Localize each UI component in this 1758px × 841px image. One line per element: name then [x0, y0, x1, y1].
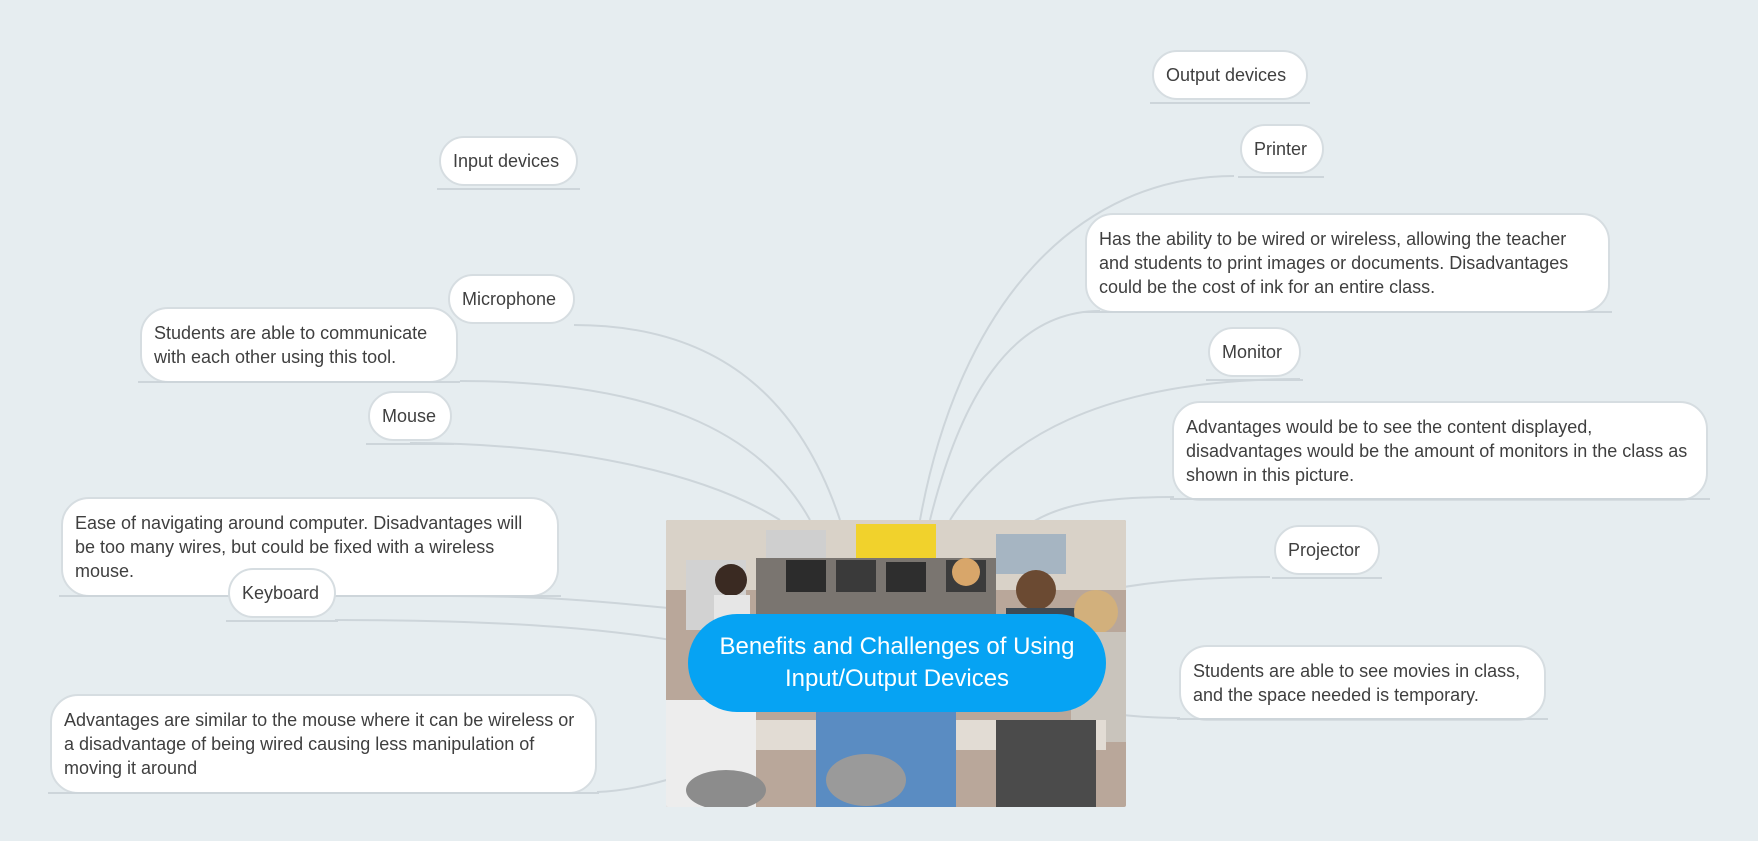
keyboard-note[interactable]: Advantages are similar to the mouse wher… [50, 694, 597, 794]
monitor-underline [1206, 379, 1303, 381]
projector-note-text: Students are able to see movies in class… [1193, 661, 1521, 705]
keyboard-underline [226, 620, 338, 622]
link-mouse-note [449, 595, 691, 611]
microphone-note-underline [138, 381, 460, 383]
microphone-label: Microphone [462, 289, 557, 309]
projector-underline [1272, 577, 1382, 579]
printer-note-underline [1083, 311, 1612, 313]
monitor-node[interactable]: Monitor [1208, 327, 1301, 377]
monitor-note[interactable]: Advantages would be to see the content d… [1172, 401, 1708, 501]
output-devices-heading[interactable]: Output devices [1152, 50, 1308, 100]
output-devices-underline [1150, 102, 1310, 104]
printer-node[interactable]: Printer [1240, 124, 1324, 174]
link-keyboard [334, 619, 701, 646]
link-printer-note [929, 310, 1101, 521]
input-devices-label: Input devices [453, 151, 560, 171]
keyboard-note-text: Advantages are similar to the mouse wher… [64, 710, 575, 778]
microphone-note-text: Students are able to communicate with ea… [154, 323, 428, 367]
monitor-note-underline [1170, 498, 1710, 500]
monitor-label: Monitor [1222, 342, 1283, 362]
output-devices-label: Output devices [1166, 65, 1287, 85]
printer-label: Printer [1254, 139, 1308, 159]
mouse-label: Mouse [382, 406, 437, 426]
keyboard-note-underline [48, 792, 599, 794]
microphone-node[interactable]: Microphone [448, 274, 575, 324]
projector-label: Projector [1288, 540, 1361, 560]
printer-underline [1238, 176, 1324, 178]
mouse-underline [366, 443, 454, 445]
projector-note[interactable]: Students are able to see movies in class… [1179, 645, 1546, 721]
microphone-note[interactable]: Students are able to communicate with ea… [140, 307, 458, 383]
monitor-note-text: Advantages would be to see the content d… [1186, 417, 1688, 485]
mouse-note-text: Ease of navigating around computer. Disa… [75, 513, 523, 581]
input-devices-underline [437, 188, 580, 190]
central-topic[interactable]: Benefits and Challenges of Using Input/O… [688, 614, 1106, 712]
keyboard-node[interactable]: Keyboard [228, 568, 336, 618]
input-devices-heading[interactable]: Input devices [439, 136, 578, 186]
printer-note-text: Has the ability to be wired or wireless,… [1099, 229, 1569, 297]
mouse-node[interactable]: Mouse [368, 391, 452, 441]
central-topic-title: Benefits and Challenges of Using Input/O… [719, 633, 1075, 692]
printer-note[interactable]: Has the ability to be wired or wireless,… [1085, 213, 1610, 313]
link-microphone [573, 324, 841, 521]
projector-node[interactable]: Projector [1274, 525, 1380, 575]
projector-note-underline [1177, 718, 1548, 720]
keyboard-label: Keyboard [242, 583, 320, 603]
